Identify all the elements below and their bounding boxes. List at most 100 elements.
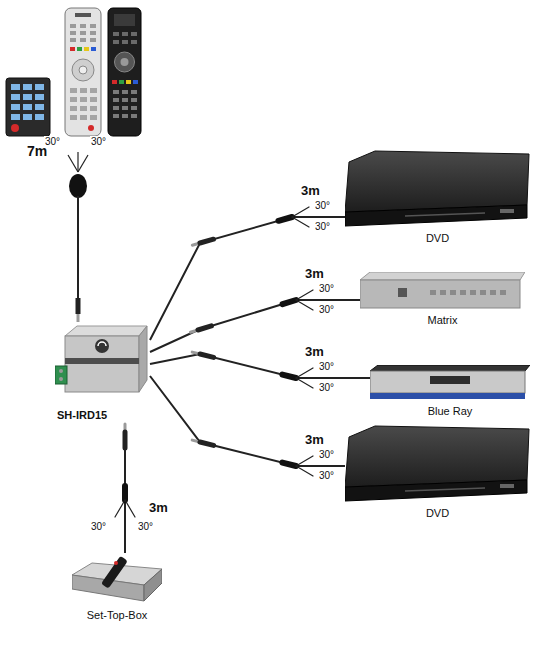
ir-emitter [296, 456, 313, 466]
black-remote [122, 106, 128, 110]
angle-label: 30° [318, 470, 335, 482]
black-remote [113, 90, 119, 94]
dvd-tray [405, 213, 485, 216]
device-node: Matrix [360, 272, 525, 328]
stb-remote [101, 556, 128, 589]
ir-emitter [115, 207, 313, 517]
silver-remote [75, 13, 91, 17]
dvd-button [500, 209, 514, 213]
ir-receiver [77, 152, 78, 172]
silver-remote [80, 97, 87, 102]
bluray-display [430, 376, 470, 384]
silver-remote [79, 66, 87, 74]
black-remote [131, 98, 137, 102]
keypad-remote [35, 84, 44, 90]
silver-remote [90, 115, 97, 120]
keypad-remote [23, 84, 32, 90]
silver-remote [90, 31, 96, 35]
keypad-remote [11, 104, 20, 110]
keypad-remote [35, 104, 44, 110]
ir-emitter [200, 354, 214, 357]
black-remote [113, 114, 119, 118]
silver-remote [70, 24, 76, 28]
ir-emitter [296, 290, 313, 300]
silver-remote [70, 31, 76, 35]
matrix-top [360, 272, 525, 280]
ir-emitter [200, 239, 214, 243]
angle-label: 30° [318, 382, 335, 394]
black-remote [108, 8, 141, 136]
black-remote [122, 90, 128, 94]
bluray-front [370, 371, 525, 393]
black-remote [113, 98, 119, 102]
silver-remote [88, 125, 94, 131]
black-remote [108, 8, 141, 136]
angle-label: 30° [137, 521, 154, 533]
ir-emitter [292, 217, 309, 227]
silver-remote [80, 115, 87, 120]
silver-remote [65, 8, 101, 136]
black-remote [112, 80, 117, 84]
black-remote [113, 40, 119, 44]
ir-receiver [69, 174, 87, 198]
ir-emitter [115, 500, 125, 517]
ir-cable [150, 300, 360, 352]
ir-emitter [282, 463, 296, 466]
ir-receiver [68, 152, 88, 322]
hub-band [65, 358, 139, 364]
ir-emitter [296, 466, 313, 476]
ir-emitter [296, 378, 313, 388]
keypad-remote [11, 84, 20, 90]
hub-body [65, 336, 139, 392]
dvd-top [345, 151, 529, 212]
black-remote [133, 80, 138, 84]
silver-remote [80, 106, 87, 111]
keypad-remote [6, 78, 50, 136]
ir-distributor [55, 326, 147, 392]
black-remote [122, 114, 128, 118]
device-label: Blue Ray [426, 403, 475, 419]
silver-remote [77, 47, 82, 51]
black-remote [113, 106, 119, 110]
hub-logo [95, 339, 109, 353]
silver-remote [70, 115, 77, 120]
ir-emitter [296, 368, 313, 378]
ir-emitter [296, 300, 313, 310]
matrix-button [398, 288, 407, 297]
keypad-remote [11, 84, 44, 120]
dvd-front [345, 480, 527, 501]
silver-remote [90, 97, 97, 102]
angle-label: 30° [90, 521, 107, 533]
matrix-button [500, 290, 506, 295]
range-label: 3m [300, 183, 321, 199]
dvd-top [345, 426, 529, 487]
black-remote [113, 90, 137, 118]
ir-cable [150, 217, 345, 340]
keypad-remote [11, 94, 20, 100]
device-node: DVD [345, 150, 530, 246]
silver-remote [90, 106, 97, 111]
angle-label: 30° [318, 449, 335, 461]
keypad-remote [35, 114, 44, 120]
keypad-remote [6, 78, 50, 136]
silver-remote [80, 24, 86, 28]
device-label: DVD [424, 505, 451, 521]
dvd-button [500, 484, 514, 488]
ir-emitter [200, 442, 214, 445]
device-picture [345, 425, 530, 503]
black-remote [115, 52, 135, 72]
angle-label: 30° [318, 361, 335, 373]
angle-label: 30° [314, 200, 331, 212]
silver-remote [80, 31, 86, 35]
ir-cable [150, 354, 370, 378]
black-remote [122, 32, 128, 36]
black-remote [122, 40, 128, 44]
silver-remote [70, 47, 75, 51]
ir-receiver [77, 196, 79, 300]
range-label: 3m [148, 500, 169, 516]
device-label: DVD [424, 230, 451, 246]
dvd-tray [405, 488, 485, 491]
hub-side [139, 326, 147, 392]
range-label: 3m [304, 266, 325, 282]
